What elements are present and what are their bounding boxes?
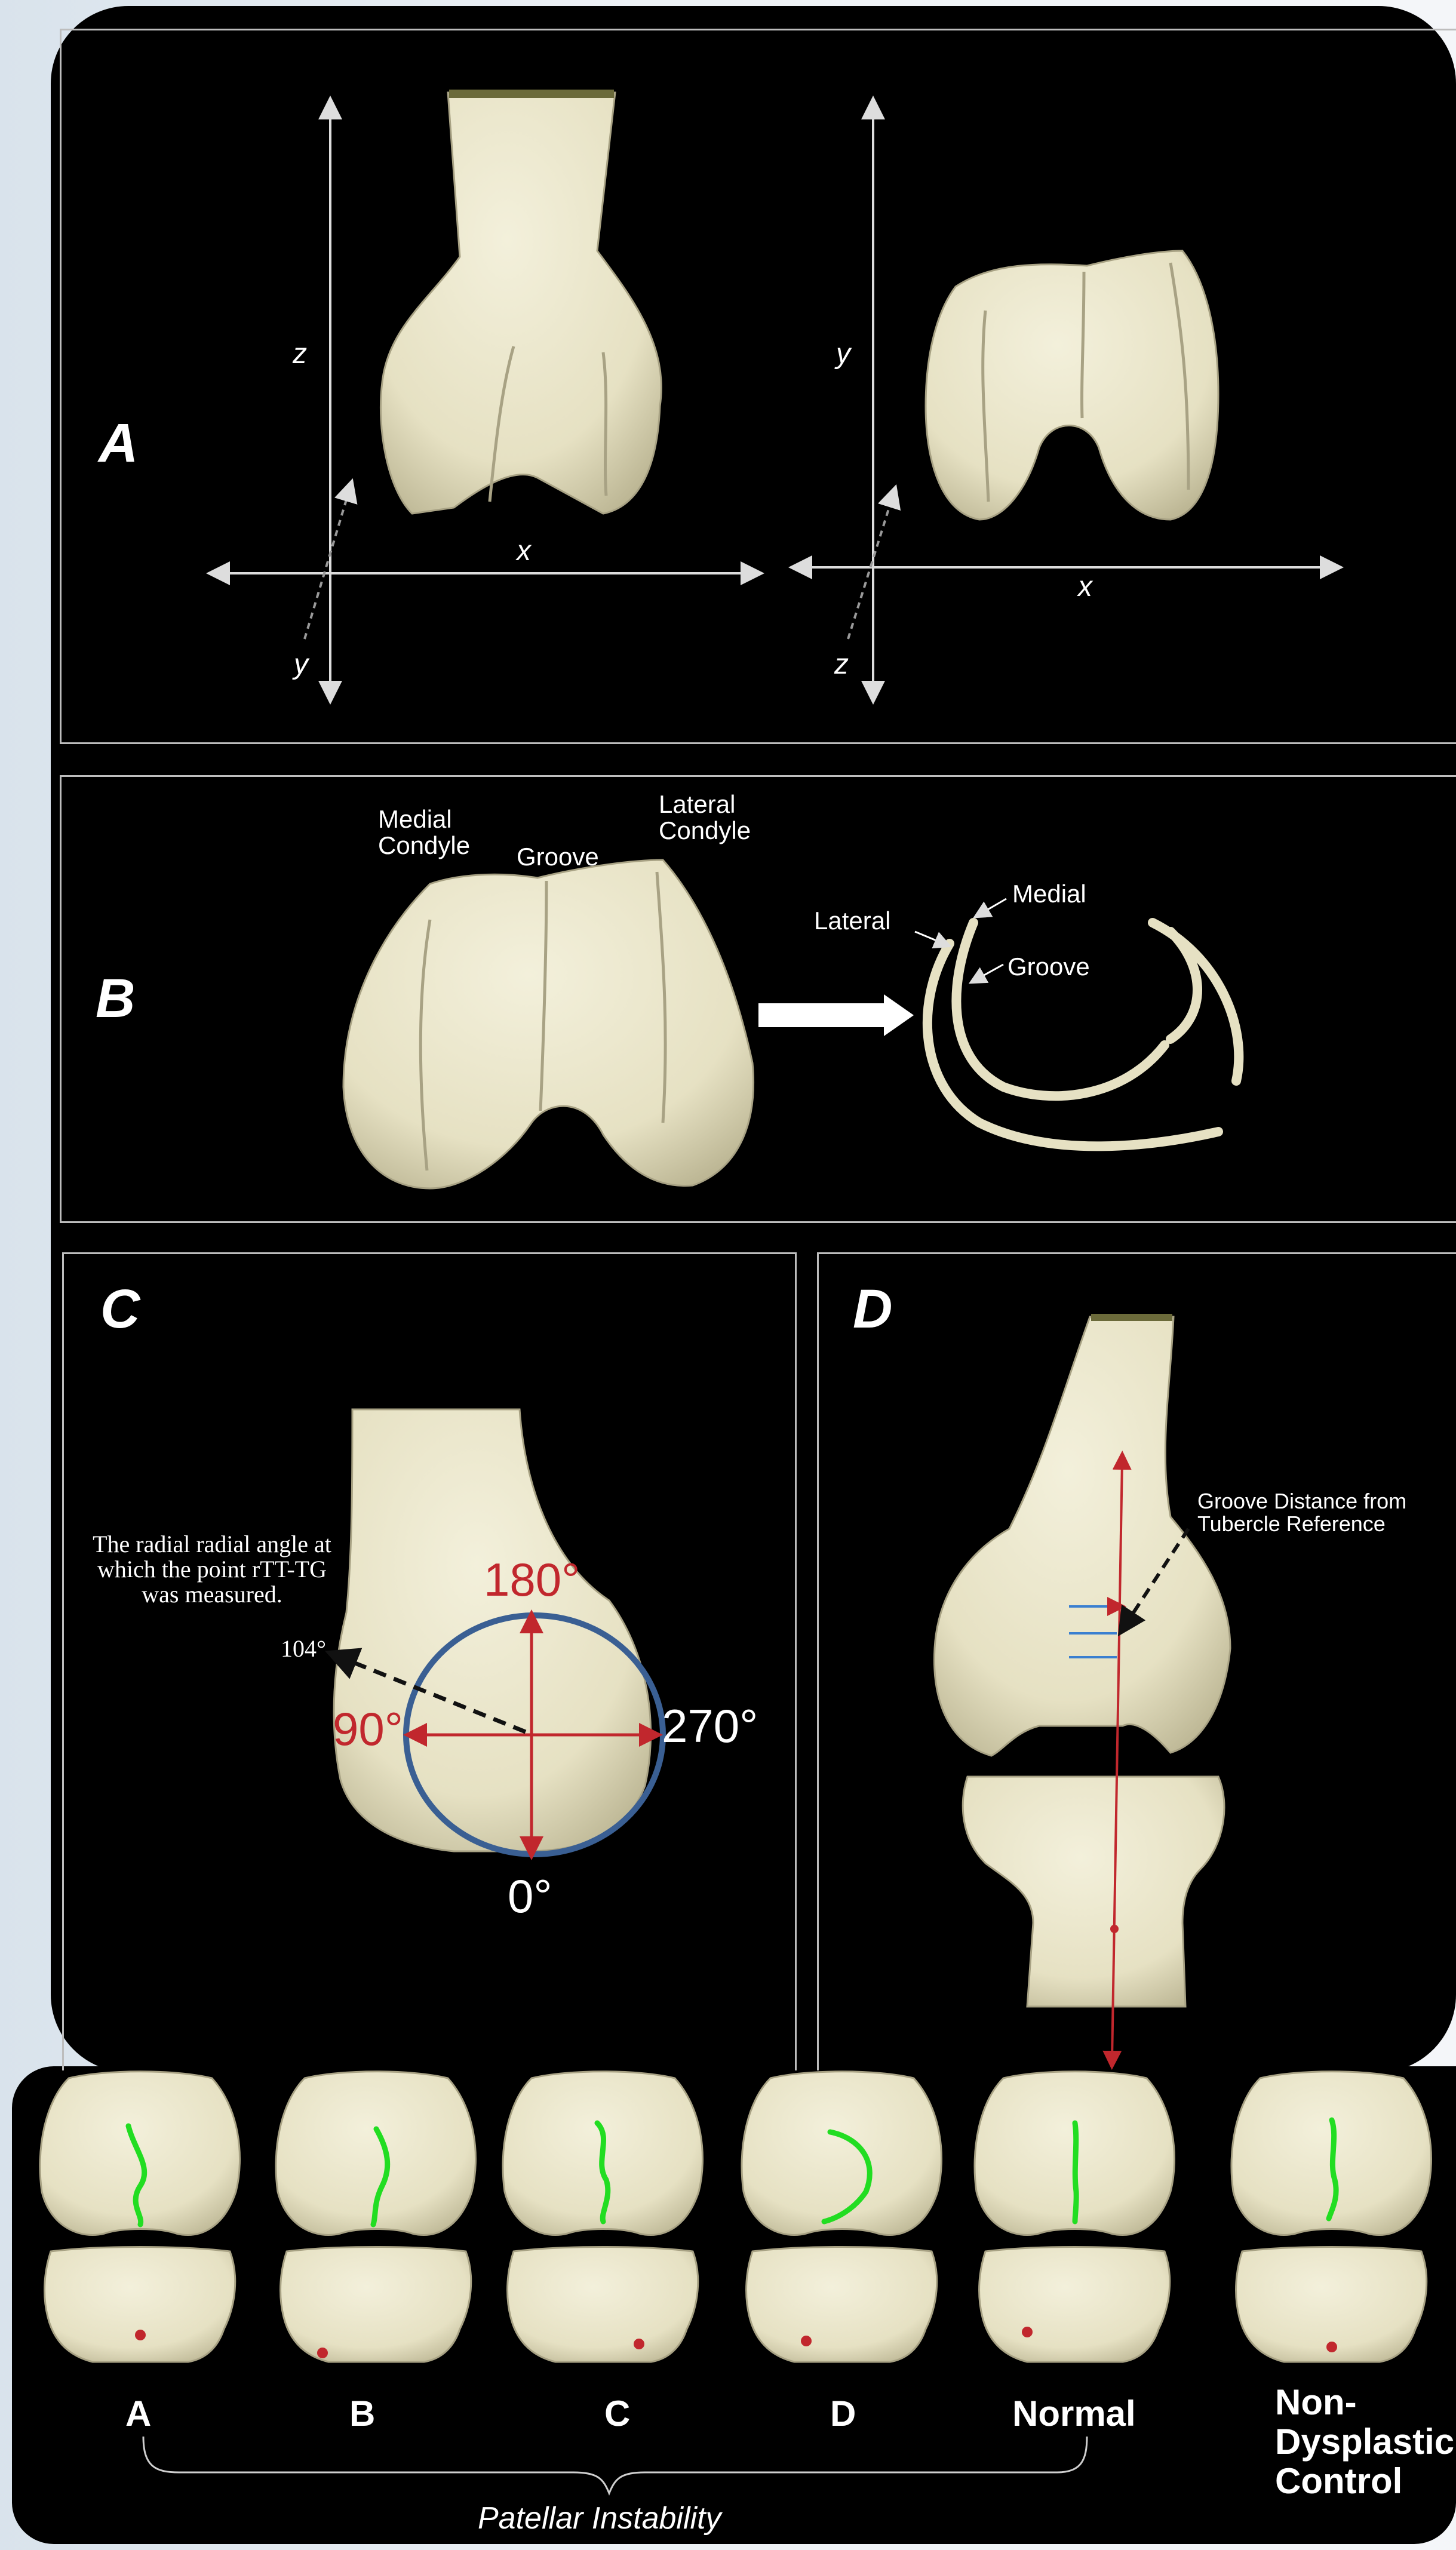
panel-c-femur bbox=[334, 1409, 663, 1854]
tibia-shape bbox=[281, 2247, 471, 2362]
degree-270-label: 270° bbox=[662, 1702, 758, 1751]
degree-0-label: 0° bbox=[508, 1872, 552, 1921]
bottom-label-b: B bbox=[349, 2395, 375, 2432]
patellar-instability-label: Patellar Instability bbox=[478, 2502, 721, 2535]
bottom-label-control: Non-Dysplastic Control bbox=[1275, 2383, 1454, 2501]
knee-model bbox=[276, 2072, 476, 2362]
tibial-tubercle-dot bbox=[634, 2339, 644, 2349]
axis-label-z-right: z bbox=[834, 648, 849, 681]
bottom-label-normal: Normal bbox=[1012, 2395, 1136, 2432]
knee-model bbox=[40, 2072, 240, 2362]
tibial-tubercle-dot bbox=[801, 2336, 812, 2346]
angle-104-label: 104° bbox=[281, 1636, 326, 1661]
tibial-tubercle-dot bbox=[1326, 2342, 1337, 2352]
tibial-tubercle-dot bbox=[135, 2330, 146, 2340]
axis-label-x-left: x bbox=[517, 534, 531, 567]
lateral-condyle-label: Lateral Condyle bbox=[659, 791, 751, 844]
knee-model bbox=[742, 2072, 942, 2362]
trochlear-groove-line bbox=[1075, 2123, 1076, 2222]
degree-90-label: 90° bbox=[333, 1705, 403, 1754]
panel-a-letter: A bbox=[99, 412, 138, 475]
bottom-label-d: D bbox=[830, 2395, 856, 2432]
knee-model bbox=[1231, 2072, 1432, 2362]
tibia-shape bbox=[508, 2247, 698, 2362]
femur-shape bbox=[742, 2072, 942, 2235]
knee-model bbox=[503, 2072, 703, 2362]
tibia-shape bbox=[979, 2247, 1170, 2362]
bottom-label-a: A bbox=[125, 2395, 151, 2432]
panel-c-letter: C bbox=[100, 1278, 140, 1341]
curve-medial-label: Medial bbox=[1012, 881, 1086, 907]
panel-d-knee bbox=[934, 1314, 1230, 2060]
panel-d-letter: D bbox=[853, 1278, 892, 1341]
knee-model bbox=[975, 2072, 1175, 2362]
tibia-shape bbox=[747, 2247, 937, 2362]
groove-distance-annotation: Groove Distance from Tubercle Reference bbox=[1197, 1490, 1436, 1535]
panel-a-left-femur bbox=[218, 90, 752, 693]
axis-label-y-left: y bbox=[294, 648, 308, 681]
panel-a-right-femur bbox=[800, 107, 1332, 693]
medial-condyle-label: Medial Condyle bbox=[378, 806, 470, 859]
bottom-knees bbox=[40, 2072, 1432, 2362]
tibial-tubercle-dot bbox=[1022, 2327, 1033, 2337]
groove-label: Groove bbox=[517, 844, 599, 870]
curve-lateral-label: Lateral bbox=[814, 908, 890, 934]
patellar-bracket bbox=[143, 2437, 1087, 2493]
axis-label-z-left: z bbox=[293, 337, 307, 370]
axis-label-y-right: y bbox=[836, 337, 850, 370]
axis-label-x-right: x bbox=[1078, 570, 1092, 603]
degree-180-label: 180° bbox=[484, 1556, 580, 1605]
curve-groove-label: Groove bbox=[1007, 954, 1090, 980]
radial-angle-annotation: The radial radial angle at which the poi… bbox=[84, 1532, 340, 1607]
tibial-tubercle-dot bbox=[317, 2348, 328, 2358]
bottom-label-c: C bbox=[604, 2395, 630, 2432]
tibia-shape bbox=[45, 2247, 235, 2362]
panel-b-letter: B bbox=[96, 967, 135, 1030]
